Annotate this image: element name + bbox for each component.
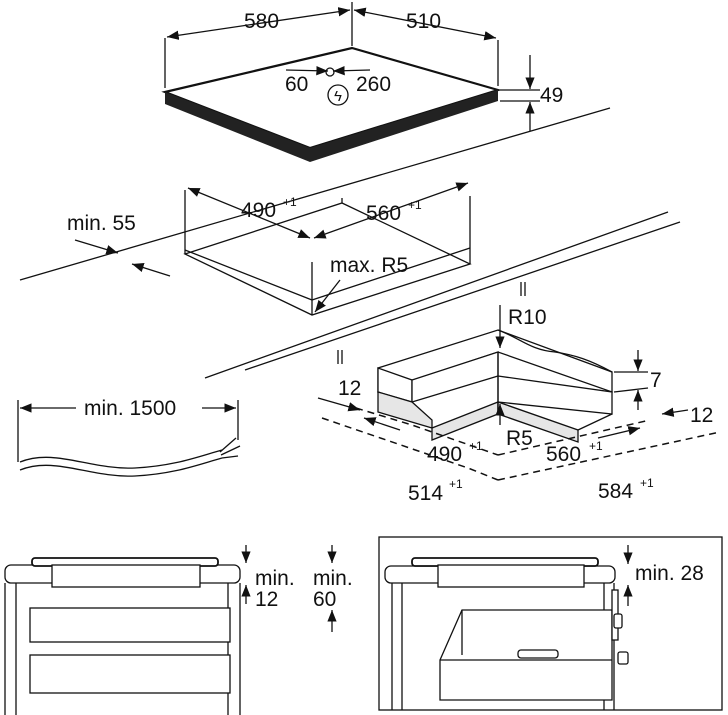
oven-body (439, 609, 613, 701)
frame-inner-width-label: 490 (427, 443, 462, 466)
frame-outer-width-line (321, 417, 499, 481)
sealing-frame-drawing (337, 282, 613, 443)
cutout-depth-tolerance: +1 (408, 198, 422, 212)
frame-inner-width-tolerance: +1 (469, 439, 483, 453)
drawer-bottom (29, 654, 231, 694)
frame-inner-depth-label: 560 (546, 443, 581, 466)
cutout-radius-label: max. R5 (330, 254, 408, 277)
hob-top-surface (161, 46, 502, 150)
frame-inner-depth-tolerance: +1 (589, 439, 603, 453)
cable-entry-point (325, 67, 335, 77)
hob-width-label: 580 (244, 10, 279, 33)
drawer-top (29, 607, 231, 643)
oven-section-frame (378, 536, 723, 711)
frame-edge-right-label: 12 (690, 404, 713, 427)
frame-outer-depth-tolerance: +1 (640, 476, 654, 490)
frame-depth-label: 7 (650, 369, 662, 392)
frame-outer-radius-label: R10 (508, 306, 547, 329)
drawer-gap-a-value: 12 (255, 588, 278, 611)
drawer-gap-a-min-label: min. (255, 567, 295, 590)
hob-depth-label: 510 (406, 10, 441, 33)
drawer-gap-b-min-label: min. (313, 567, 353, 590)
frame-inner-depth-line (497, 419, 651, 456)
hob-side-edge (310, 90, 498, 162)
frame-inner-radius-label: R5 (506, 427, 533, 450)
electric-bolt-icon: ϟ (334, 88, 342, 105)
section-drawer-unit (4, 557, 241, 715)
frame-outer-depth-line (497, 431, 721, 481)
frame-outer-width-tolerance: +1 (449, 477, 463, 491)
cutout-width-tolerance: +1 (283, 195, 297, 209)
oven-gap-label: min. 28 (635, 562, 704, 585)
electric-symbol-icon (327, 84, 349, 106)
frame-base-left (377, 391, 433, 429)
section-oven-unit (378, 536, 723, 711)
hob-body-section (51, 564, 201, 588)
frame-outer-width-label: 514 (408, 482, 443, 505)
frame-edge-left-label: 12 (338, 377, 361, 400)
hob-front-edge (165, 92, 310, 162)
cable-offset-right-label: 260 (356, 73, 391, 96)
drawer-gap-b-value: 60 (313, 588, 336, 611)
cutout-width-label: 490 (241, 199, 276, 222)
hob-drawing: ϟ (161, 46, 502, 162)
power-cable-drawing (17, 400, 241, 477)
cutout-depth-label: 560 (366, 202, 401, 225)
cable-length-label: min. 1500 (84, 397, 176, 420)
min-front-distance-label: min. 55 (67, 212, 136, 235)
hob-height-label: 49 (540, 84, 563, 107)
cable-offset-left-label: 60 (285, 73, 308, 96)
frame-outer-depth-label: 584 (598, 480, 633, 503)
